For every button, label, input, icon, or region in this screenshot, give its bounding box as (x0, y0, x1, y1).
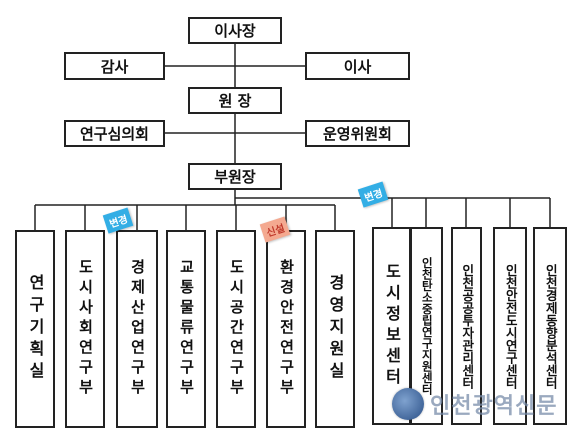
center-public-investment: 인천공공투자관리센터 (451, 227, 482, 425)
directors-box: 이사 (305, 52, 410, 80)
auditor-label: 감사 (100, 57, 129, 76)
dept-label: 도시사회연구부 (76, 259, 95, 399)
dept-label: 도시공간연구부 (227, 259, 246, 399)
center-label: 인천경제동향분석센터 (543, 263, 559, 389)
directors-label: 이사 (343, 57, 372, 76)
watermark-text: 인천광역신문 (430, 394, 558, 419)
dept-label: 교통물류연구부 (177, 259, 196, 399)
chairman-box: 이사장 (188, 17, 282, 44)
dept-label: 경영지원실 (326, 274, 345, 384)
president-label: 원 장 (218, 92, 252, 110)
dept-label: 연구기획실 (26, 274, 45, 384)
vice-president-label: 부원장 (214, 168, 256, 186)
research-council-box: 연구심의회 (64, 120, 165, 147)
center-label: 인천탄소중립연구지원센터 (420, 257, 435, 395)
dept-economy-industry: 경제산업연구부 (116, 230, 158, 428)
dept-research-planning: 연구기획실 (15, 230, 55, 428)
center-safe-city: 인천안전도시연구센터 (493, 227, 527, 425)
dept-environment-safety: 환경안전연구부 (266, 230, 306, 428)
chairman-label: 이사장 (214, 22, 256, 40)
center-label: 인천공공투자관리센터 (459, 263, 475, 389)
center-economic-trends: 인천경제동향분석센터 (533, 227, 567, 425)
operation-committee-box: 운영위원회 (305, 120, 410, 147)
dept-urban-space: 도시공간연구부 (216, 230, 256, 428)
newspaper-logo-icon (392, 388, 424, 420)
vice-president-box: 부원장 (188, 163, 282, 190)
dept-label: 환경안전연구부 (277, 259, 296, 399)
research-council-label: 연구심의회 (79, 125, 149, 143)
watermark: 인천광역신문 (392, 388, 557, 420)
dept-management-support: 경영지원실 (315, 230, 355, 428)
dept-urban-society: 도시사회연구부 (65, 230, 105, 428)
dept-transport-logistics: 교통물류연구부 (166, 230, 206, 428)
operation-committee-label: 운영위원회 (322, 125, 392, 143)
center-label: 도시정보센터 (382, 263, 402, 389)
auditor-box: 감사 (64, 52, 165, 80)
dept-label: 경제산업연구부 (128, 259, 147, 399)
president-box: 원 장 (188, 87, 282, 114)
center-label: 인천안전도시연구센터 (503, 263, 519, 389)
